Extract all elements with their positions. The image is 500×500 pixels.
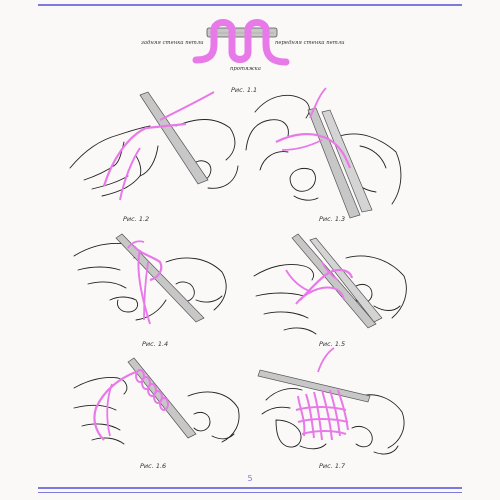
top-rule	[38, 4, 462, 6]
label-pull: протяжка	[230, 66, 261, 72]
bottom-rule-thin	[38, 492, 462, 493]
caption-fig-1-1: Рис. 1.1	[231, 86, 258, 94]
caption-fig-1-2: Рис. 1.2	[123, 215, 150, 223]
caption-fig-1-3: Рис. 1.3	[319, 215, 346, 223]
caption-fig-1-7: Рис. 1.7	[319, 462, 346, 470]
label-front-wall: передняя стенка петли	[275, 40, 345, 46]
bottom-rule	[38, 487, 462, 489]
caption-fig-1-4: Рис. 1.4	[142, 340, 169, 348]
label-back-wall: задняя стенка петли	[141, 40, 204, 46]
caption-fig-1-6: Рис. 1.6	[140, 462, 167, 470]
caption-fig-1-5: Рис. 1.5	[319, 340, 346, 348]
page-number: 5	[247, 474, 253, 483]
